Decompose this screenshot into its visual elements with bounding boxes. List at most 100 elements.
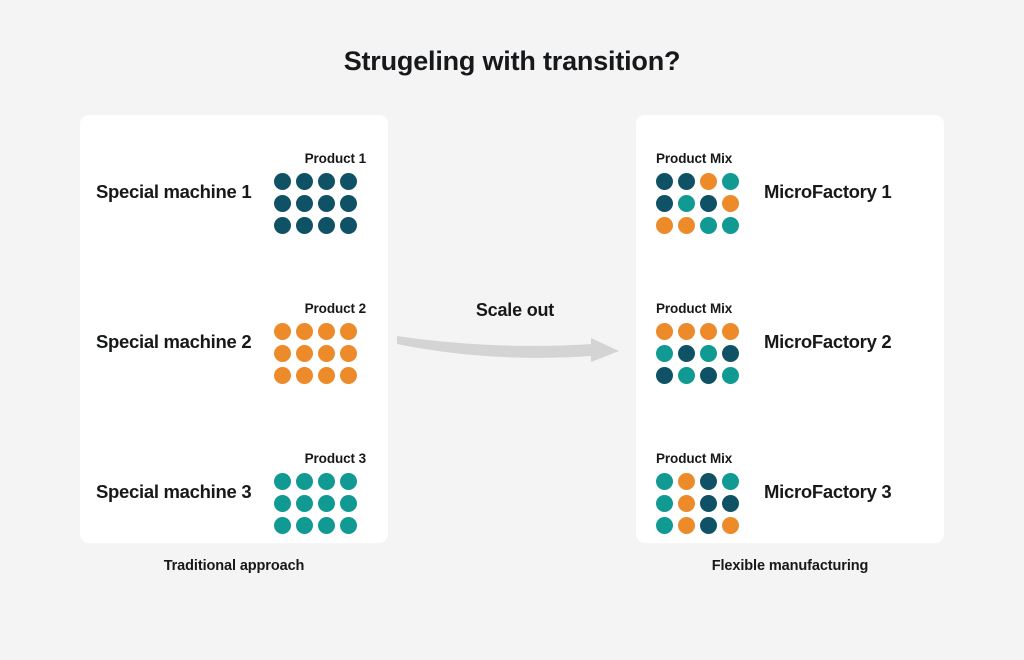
dot-teal: [700, 216, 717, 234]
product-mix-dot-grid: [656, 172, 746, 234]
dot-teal: [678, 366, 695, 384]
dot-orange: [678, 322, 695, 340]
dot-teal: [340, 516, 357, 534]
product-title: Product 2: [304, 300, 366, 316]
dot-orange: [722, 322, 739, 340]
dot-teal: [318, 516, 335, 534]
product-mix-dot-grid: [656, 322, 746, 384]
curved-arrow-right-icon: [397, 336, 619, 362]
dot-navy: [678, 172, 695, 190]
product-mix-dots-block: Product Mix: [656, 151, 746, 234]
machine-label: Special machine 3: [96, 481, 252, 502]
machine-row: Special machine 1 Product 1: [80, 137, 388, 247]
dot-navy: [318, 194, 335, 212]
dot-orange: [318, 344, 335, 362]
dot-teal: [722, 472, 739, 490]
dot-teal: [700, 344, 717, 362]
dot-orange: [700, 322, 717, 340]
dot-navy: [722, 494, 739, 512]
dot-orange: [678, 472, 695, 490]
traditional-approach-card: Special machine 1 Product 1 Special mach…: [80, 115, 388, 543]
dot-orange: [678, 216, 695, 234]
dot-navy: [296, 172, 313, 190]
dot-navy: [656, 194, 673, 212]
product-mix-title: Product Mix: [656, 150, 733, 166]
product-mix-dots-block: Product Mix: [656, 301, 746, 384]
product-dots-block: Product 1: [274, 150, 366, 234]
dot-navy: [340, 194, 357, 212]
dot-teal: [656, 472, 673, 490]
product-dot-grid: [274, 172, 364, 234]
product-mix-title: Product Mix: [656, 300, 733, 316]
dot-navy: [700, 494, 717, 512]
dot-orange: [296, 344, 313, 362]
dot-navy: [274, 216, 291, 234]
dot-navy: [296, 216, 313, 234]
dot-teal: [296, 516, 313, 534]
product-title: Product 3: [304, 450, 366, 466]
dot-orange: [296, 366, 313, 384]
dot-teal: [274, 494, 291, 512]
dot-navy: [318, 216, 335, 234]
dot-orange: [722, 194, 739, 212]
dot-navy: [722, 344, 739, 362]
dot-orange: [296, 322, 313, 340]
machine-label: Special machine 1: [96, 181, 252, 202]
dot-navy: [296, 194, 313, 212]
dot-navy: [700, 366, 717, 384]
dot-teal: [318, 494, 335, 512]
product-title: Product 1: [304, 150, 366, 166]
product-dot-grid: [274, 472, 364, 534]
dot-navy: [700, 516, 717, 534]
dot-navy: [700, 472, 717, 490]
product-dots-block: Product 2: [274, 300, 366, 384]
dot-orange: [340, 322, 357, 340]
dot-orange: [656, 216, 673, 234]
product-mix-dots-block: Product Mix: [656, 451, 746, 534]
dot-orange: [274, 366, 291, 384]
machine-row: Special machine 2 Product 2: [80, 287, 388, 397]
dot-orange: [274, 344, 291, 362]
dot-navy: [318, 172, 335, 190]
scale-out-connector: Scale out: [395, 300, 635, 370]
microfactory-row: Product Mix MicroFactory 1: [636, 137, 944, 247]
dot-orange: [656, 322, 673, 340]
dot-navy: [656, 366, 673, 384]
dot-navy: [700, 194, 717, 212]
dot-teal: [722, 366, 739, 384]
dot-teal: [340, 472, 357, 490]
dot-teal: [296, 494, 313, 512]
microfactory-row: Product Mix MicroFactory 2: [636, 287, 944, 397]
dot-teal: [340, 494, 357, 512]
dot-teal: [656, 344, 673, 362]
dot-navy: [678, 344, 695, 362]
dot-orange: [678, 516, 695, 534]
flexible-manufacturing-card: Product Mix MicroFactory 1 Product Mix M…: [636, 115, 944, 543]
dot-navy: [274, 194, 291, 212]
microfactory-row: Product Mix MicroFactory 3: [636, 437, 944, 547]
traditional-approach-caption: Traditional approach: [163, 558, 305, 574]
dot-navy: [274, 172, 291, 190]
machine-label: Special machine 2: [96, 331, 252, 352]
product-dots-block: Product 3: [274, 450, 366, 534]
dot-orange: [318, 322, 335, 340]
dot-teal: [722, 216, 739, 234]
microfactory-label: MicroFactory 1: [764, 181, 892, 202]
dot-teal: [656, 494, 673, 512]
page-title: Strugeling with transition?: [343, 46, 681, 76]
dot-teal: [678, 194, 695, 212]
dot-teal: [318, 472, 335, 490]
dot-orange: [700, 172, 717, 190]
flexible-manufacturing-caption: Flexible manufacturing: [711, 558, 869, 574]
product-dot-grid: [274, 322, 364, 384]
dot-orange: [340, 344, 357, 362]
dot-teal: [296, 472, 313, 490]
dot-orange: [274, 322, 291, 340]
machine-row: Special machine 3 Product 3: [80, 437, 388, 547]
product-mix-dot-grid: [656, 472, 746, 534]
dot-teal: [274, 472, 291, 490]
dot-teal: [656, 516, 673, 534]
dot-orange: [340, 366, 357, 384]
dot-orange: [678, 494, 695, 512]
microfactory-label: MicroFactory 3: [764, 481, 892, 502]
